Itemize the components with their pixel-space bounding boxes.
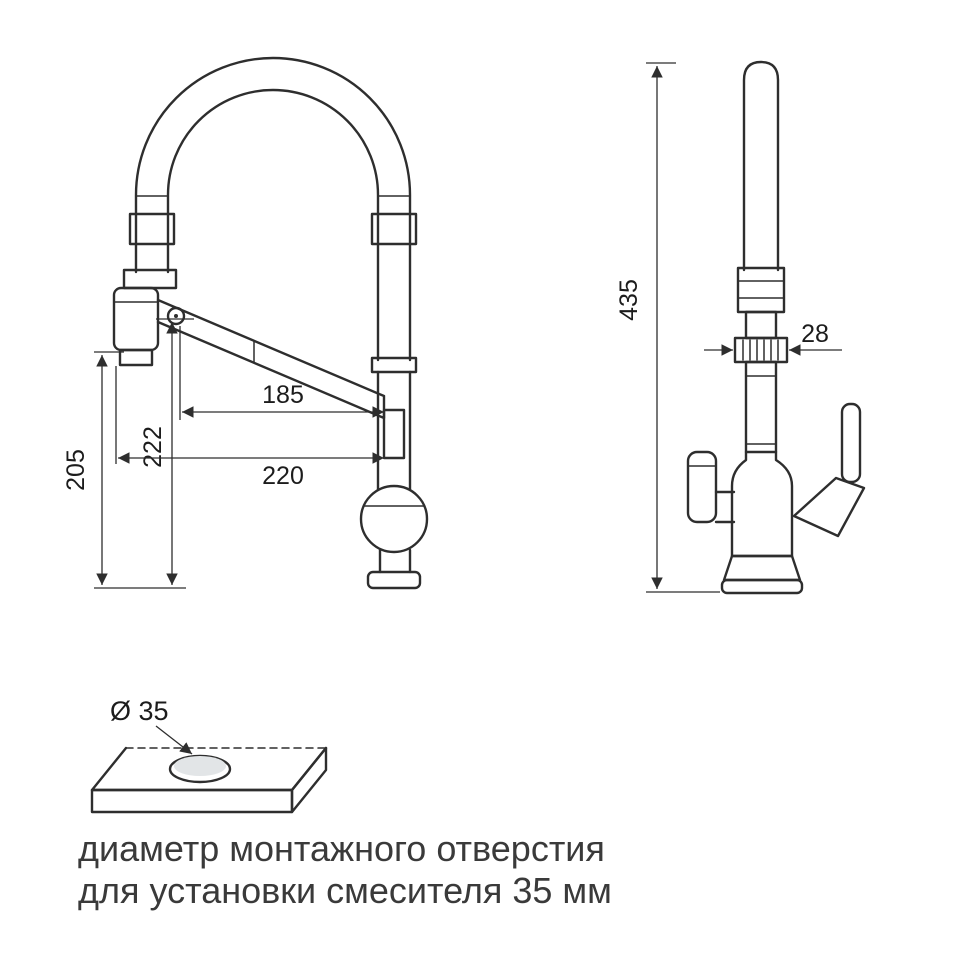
caption-block: диаметр монтажного отверстия для установ… <box>78 828 612 911</box>
outlet-nozzle <box>382 408 406 460</box>
aerator-ring-ticks <box>742 339 779 361</box>
hole-leader-arrow <box>155 725 193 755</box>
lower-pipe <box>744 360 778 454</box>
dim-185: 185 <box>179 326 384 420</box>
dim-222: 222 <box>139 318 194 585</box>
base-flare <box>722 554 802 582</box>
body-tube <box>376 370 412 492</box>
spout-pivot-dot <box>174 314 178 318</box>
body-top-collar <box>370 356 418 374</box>
filter-handle-knob <box>686 450 718 524</box>
dim-28: 28 <box>704 320 842 356</box>
body-shell <box>730 450 794 558</box>
dim-435-label: 435 <box>615 279 643 321</box>
dim-28-label: 28 <box>801 320 829 348</box>
hose-sleeve-right <box>370 212 418 246</box>
dim-185-label: 185 <box>262 381 304 409</box>
spray-head-body <box>112 286 160 352</box>
mixer-lever-joint <box>792 476 866 538</box>
spring-hose-inner-arc <box>166 88 380 362</box>
base-ring <box>720 578 804 595</box>
countertop-front-face <box>90 788 294 814</box>
riser-collar <box>736 266 786 314</box>
dim-205-label: 205 <box>62 449 90 491</box>
dim-220-label: 220 <box>262 462 304 490</box>
mounting-hole-inner-shade <box>174 756 226 776</box>
countertop-side-face <box>290 746 328 814</box>
base-flange <box>366 570 422 590</box>
dim-205: 205 <box>62 351 186 589</box>
mounting-hole-drawing: Ø 35 <box>90 696 328 814</box>
lever-knob-circle <box>359 484 429 554</box>
front-view-drawing: 435 28 <box>615 60 866 595</box>
hole-diameter-label: Ø 35 <box>110 696 169 726</box>
dim-220: 220 <box>115 366 384 490</box>
caption-line-2: для установки смесителя 35 мм <box>78 870 612 911</box>
caption-line-1: диаметр монтажного отверстия <box>78 828 605 869</box>
neck-tube <box>744 310 778 340</box>
lower-pipe-joint-lines <box>745 375 777 445</box>
hose-sleeve-left <box>128 212 176 246</box>
riser-collar-lines <box>737 280 785 299</box>
mixer-lever <box>840 402 862 484</box>
side-view-drawing: 205 222 185 220 <box>62 56 429 590</box>
riser-pipe <box>742 60 780 272</box>
dim-435: 435 <box>615 62 720 593</box>
dim-222-label: 222 <box>139 426 167 468</box>
spray-head-nozzle <box>118 348 154 367</box>
spring-hose-outer-arc <box>134 56 412 362</box>
body-lower-tube <box>378 548 412 574</box>
